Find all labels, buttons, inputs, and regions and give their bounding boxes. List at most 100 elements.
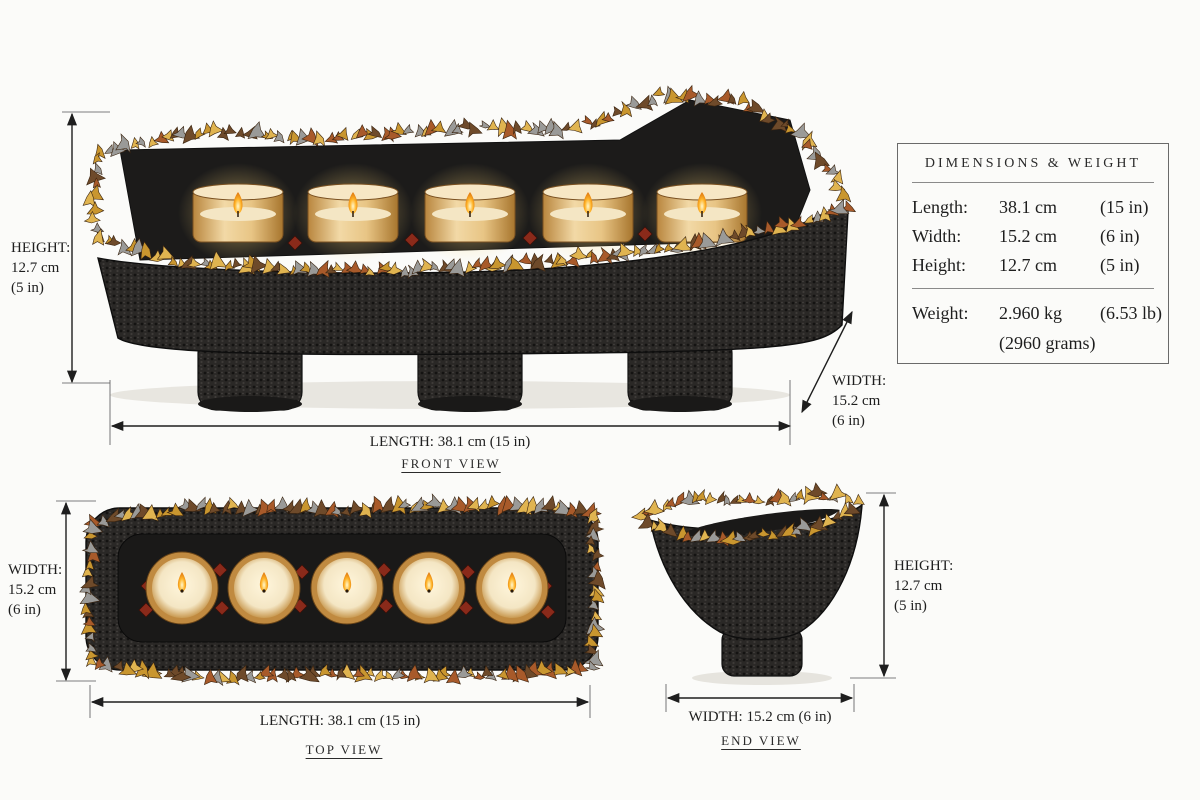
- rim-crystal: [601, 112, 615, 122]
- rim-crystal: [105, 234, 122, 246]
- end-back-rim: [631, 482, 865, 521]
- rim-crystal: [208, 120, 224, 138]
- top-candle-4-wick: [427, 589, 431, 593]
- rim-crystal: [115, 133, 131, 154]
- rim-crystal: [208, 501, 222, 515]
- top-candle-2-wick: [262, 589, 266, 593]
- rim-crystal: [423, 666, 440, 684]
- rim-crystal: [791, 524, 803, 536]
- rim-crystal: [756, 526, 771, 538]
- rim-crystal: [90, 222, 105, 233]
- rim-crystal: [384, 261, 404, 275]
- rim-crystal: [264, 127, 280, 140]
- garnet-stone: [214, 600, 230, 616]
- rim-crystal: [253, 670, 266, 680]
- rim-crystal: [84, 631, 95, 643]
- front-width-arrow: [801, 310, 853, 414]
- rim-crystal: [406, 663, 423, 682]
- rim-crystal: [704, 491, 718, 506]
- rim-crystal: [664, 87, 684, 105]
- rim-crystal: [445, 668, 461, 685]
- rim-crystal: [587, 598, 600, 611]
- rim-crystal: [82, 518, 104, 534]
- rim-crystal: [247, 121, 267, 140]
- rim-crystal: [616, 242, 637, 258]
- rim-crystal: [759, 112, 776, 124]
- rim-crystal: [794, 516, 813, 533]
- rim-crystal: [194, 127, 206, 140]
- rim-crystal: [140, 241, 152, 261]
- rim-crystal: [584, 527, 601, 542]
- top-candle-3-flame: [342, 572, 352, 592]
- rim-crystal: [789, 215, 808, 228]
- top-candle-1-flame: [177, 572, 187, 592]
- rim-crystal: [235, 664, 249, 684]
- rim-crystal: [706, 94, 723, 107]
- rim-crystal: [581, 115, 594, 126]
- rim-crystal: [728, 229, 741, 242]
- rim-crystal: [80, 601, 92, 616]
- rim-crystal: [195, 496, 212, 512]
- garnet-stone: [376, 562, 392, 578]
- front-width-label-3: (6 in): [832, 413, 865, 429]
- rim-crystal: [698, 528, 714, 542]
- height-row-label: Height:: [912, 255, 966, 275]
- weight-row-label: Weight:: [912, 303, 969, 323]
- end-opening: [680, 509, 840, 537]
- rim-crystal: [612, 106, 624, 117]
- rim-crystal: [402, 123, 415, 135]
- rim-crystal: [843, 501, 861, 515]
- length-row-label: Length:: [912, 197, 968, 217]
- rim-crystal: [795, 488, 805, 501]
- front-candle-1-flame: [233, 192, 243, 214]
- rim-crystal: [764, 220, 776, 236]
- rim-crystal: [693, 90, 707, 107]
- front-foot-left-base: [198, 396, 302, 412]
- top-width-label-3: (6 in): [8, 602, 41, 618]
- rim-crystal: [589, 588, 605, 604]
- garnet-stone: [294, 564, 310, 580]
- rim-crystal: [682, 84, 701, 102]
- rim-crystal: [674, 491, 690, 507]
- top-candle-3-wick: [345, 589, 349, 593]
- garnet-stone: [637, 226, 653, 242]
- rim-crystal: [448, 258, 465, 278]
- rim-crystal: [112, 660, 124, 672]
- rim-crystal: [241, 498, 260, 518]
- dimensions-panel: DIMENSIONS & WEIGHT Length: 38.1 cm (15 …: [897, 143, 1169, 364]
- rim-crystal: [324, 131, 339, 144]
- rim-crystal: [117, 238, 132, 256]
- rim-crystal: [349, 499, 365, 516]
- rim-crystal: [681, 530, 694, 543]
- rim-crystal: [767, 529, 780, 541]
- rim-crystal: [744, 224, 757, 239]
- rim-crystal: [241, 668, 257, 684]
- width-row-metric: 15.2 cm: [999, 226, 1057, 246]
- rim-crystal: [141, 504, 159, 522]
- rim-crystal: [697, 232, 718, 249]
- rim-crystal: [250, 255, 269, 275]
- rim-crystal: [148, 135, 160, 149]
- rim-crystal: [784, 122, 797, 134]
- front-foot-middle-base: [418, 396, 522, 412]
- rim-crystal: [572, 499, 590, 515]
- rim-crystal: [468, 121, 483, 138]
- rim-crystal: [382, 670, 394, 681]
- rim-crystal: [235, 126, 246, 139]
- height-row-imperial: (5 in): [1100, 255, 1140, 275]
- rim-crystal: [345, 260, 364, 274]
- front-back-rim: [104, 84, 857, 213]
- rim-crystal: [455, 664, 474, 679]
- top-candle-1-wick: [180, 589, 184, 593]
- rim-crystal: [585, 535, 596, 546]
- rim-crystal: [585, 660, 601, 671]
- top-view-caption: TOP VIEW: [305, 742, 383, 757]
- rim-crystal: [716, 490, 730, 504]
- front-candle-2-flame: [348, 192, 358, 214]
- rim-crystal: [94, 656, 107, 671]
- rim-crystal: [335, 126, 349, 141]
- rim-crystal: [367, 125, 383, 139]
- rim-crystal: [120, 505, 138, 522]
- rim-crystal: [741, 492, 757, 504]
